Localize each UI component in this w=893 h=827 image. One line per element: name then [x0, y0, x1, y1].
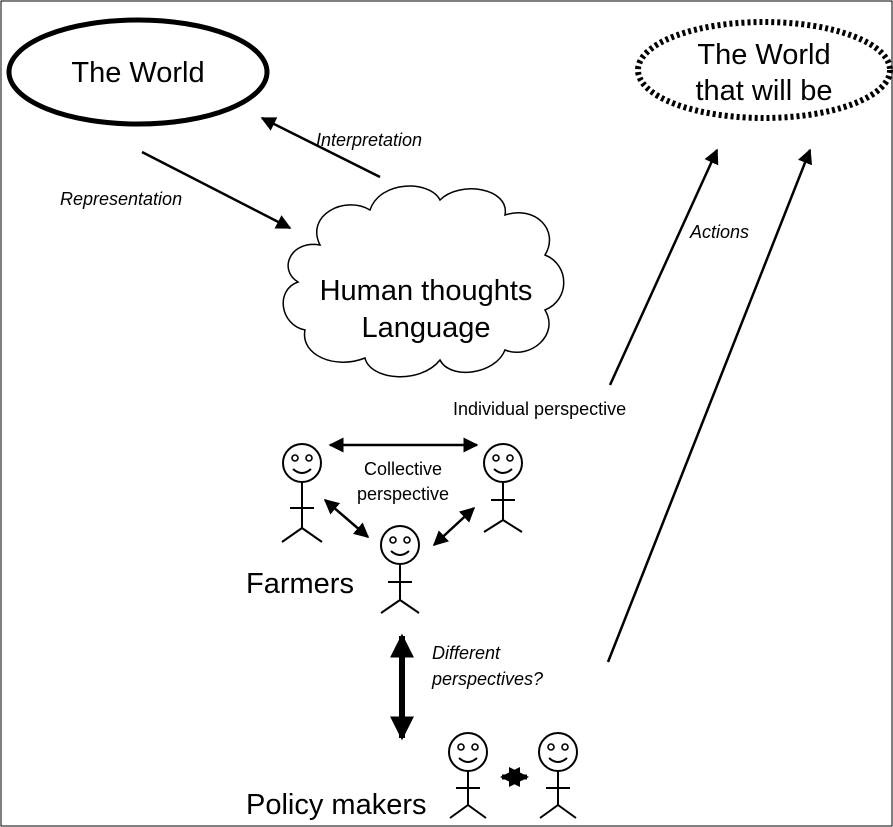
farmers-label: Farmers: [246, 568, 354, 600]
farmer-left-figure: [281, 443, 323, 543]
policy-action-arrow: [606, 148, 813, 663]
individual-perspective-label: Individual perspective: [453, 399, 626, 419]
future-world-label-line1: The World: [697, 39, 830, 71]
interpretation-label: Interpretation: [316, 130, 422, 150]
collective-label-line1: Collective: [364, 459, 442, 479]
actions-label: Actions: [689, 222, 749, 242]
world-label: The World: [71, 57, 204, 89]
thoughts-cloud: Human thoughts Language: [282, 185, 565, 378]
world-node: The World: [6, 17, 270, 127]
collective-arrow-right: [432, 506, 476, 547]
representation-arrow: [141, 150, 292, 230]
actions-arrow: [608, 148, 719, 386]
policy-maker-right-figure: [538, 732, 578, 819]
farmer-middle-figure: [380, 525, 420, 614]
policy-maker-left-figure: [448, 732, 488, 819]
interpretation-arrow: [260, 116, 381, 179]
collective-arrow-left: [323, 499, 370, 538]
farmer-right-figure: [483, 443, 523, 533]
representation-label: Representation: [60, 189, 182, 209]
policy-makers-label: Policy makers: [246, 789, 427, 821]
thoughts-label-line2: Language: [361, 312, 490, 344]
different-perspectives-line1: Different: [432, 643, 501, 663]
thoughts-label-line1: Human thoughts: [320, 275, 533, 307]
future-world-label-line2: that will be: [695, 75, 832, 107]
collective-label-line2: perspective: [357, 484, 449, 504]
different-perspectives-line2: perspectives?: [431, 669, 543, 689]
future-world-node: The World that will be: [635, 19, 893, 121]
